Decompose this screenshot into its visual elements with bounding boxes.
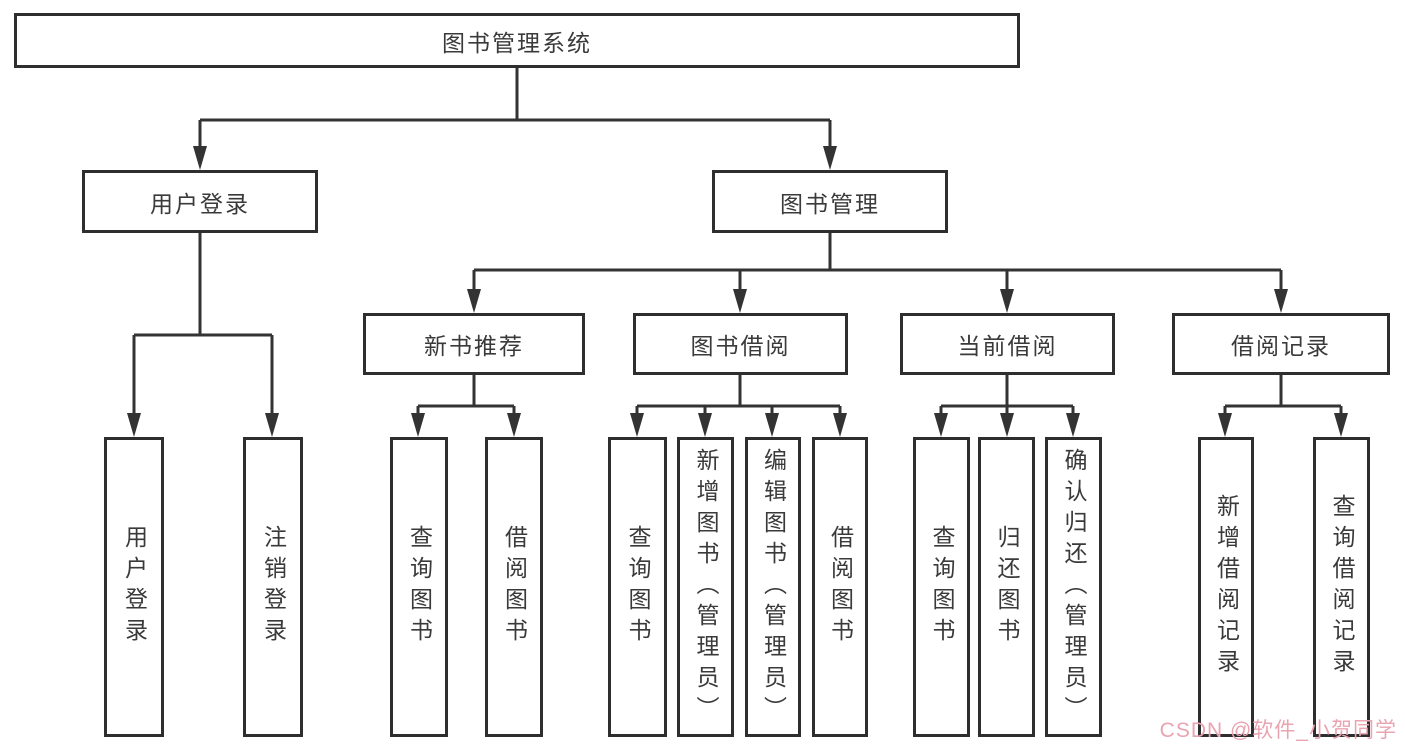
connector-book-borrow-to-leaves [630, 375, 847, 437]
leaf-bb-add-books: 新增图书（管理员） [677, 437, 734, 737]
leaf-bb-add-books-label: 新增图书（管理员） [693, 447, 719, 727]
node-user-login: 用户登录 [82, 170, 318, 233]
node-user-login-label: 用户登录 [150, 190, 250, 217]
leaf-br-query-record: 查询借阅记录 [1313, 437, 1370, 737]
leaf-cb-confirm-return-label: 确认归还（管理员） [1061, 447, 1087, 727]
node-root-label: 图书管理系统 [442, 29, 592, 56]
node-borrow-records: 借阅记录 [1172, 313, 1390, 375]
leaf-nb-query-books: 查询图书 [390, 437, 448, 737]
node-book-borrow-label: 图书借阅 [690, 333, 791, 359]
leaf-cb-query-books-label: 查询图书 [929, 525, 955, 649]
node-new-books-label: 新书推荐 [424, 333, 524, 359]
leaf-cb-return-books-label: 归还图书 [994, 525, 1020, 649]
leaf-bb-query-books-label: 查询图书 [625, 525, 651, 649]
node-book-borrow: 图书借阅 [633, 313, 848, 375]
leaf-cb-return-books: 归还图书 [978, 437, 1035, 737]
leaf-br-query-record-label: 查询借阅记录 [1329, 494, 1355, 680]
leaf-cb-query-books: 查询图书 [913, 437, 970, 737]
node-current-borrow: 当前借阅 [900, 313, 1115, 375]
leaf-cb-confirm-return: 确认归还（管理员） [1045, 437, 1102, 737]
leaf-bb-edit-books: 编辑图书（管理员） [745, 437, 801, 737]
connector-borrow-records-to-leaves [1218, 375, 1348, 437]
node-new-books: 新书推荐 [363, 313, 585, 375]
connector-book-mgmt-to-level3 [467, 233, 1288, 313]
node-book-mgmt: 图书管理 [712, 170, 948, 233]
node-current-borrow-label: 当前借阅 [957, 333, 1058, 359]
leaf-bb-borrow-books-label: 借阅图书 [827, 525, 854, 649]
leaf-logout-label: 注销登录 [260, 525, 287, 649]
leaf-logout: 注销登录 [243, 437, 303, 737]
leaf-nb-borrow-books-label: 借阅图书 [501, 525, 528, 649]
leaf-br-add-record: 新增借阅记录 [1198, 437, 1254, 737]
leaf-bb-edit-books-label: 编辑图书（管理员） [760, 447, 787, 727]
connector-new-books-to-leaves [411, 375, 521, 437]
leaf-user-login-label: 用户登录 [121, 525, 148, 649]
connector-root-to-level2 [193, 68, 837, 170]
leaf-bb-query-books: 查询图书 [608, 437, 667, 737]
leaf-nb-borrow-books: 借阅图书 [485, 437, 543, 737]
leaf-user-login: 用户登录 [104, 437, 164, 737]
connector-user-login-to-leaves [127, 233, 279, 437]
leaf-bb-borrow-books: 借阅图书 [812, 437, 868, 737]
csdn-watermark: CSDN @软件_小贺同学 [1159, 719, 1397, 742]
leaf-br-add-record-label: 新增借阅记录 [1213, 494, 1240, 680]
node-borrow-records-label: 借阅记录 [1231, 333, 1331, 359]
node-root: 图书管理系统 [14, 13, 1020, 68]
node-book-mgmt-label: 图书管理 [780, 190, 880, 217]
connector-current-borrow-to-leaves [934, 375, 1080, 437]
leaf-nb-query-books-label: 查询图书 [406, 525, 433, 649]
